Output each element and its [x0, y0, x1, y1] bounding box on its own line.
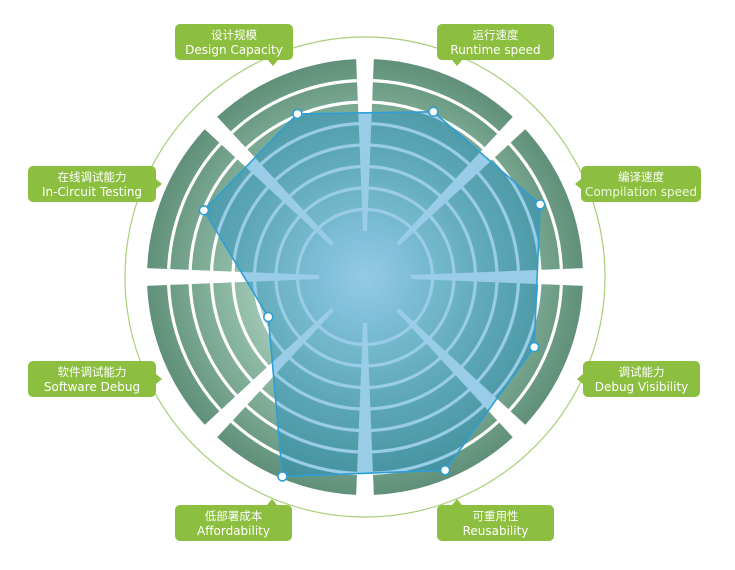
axis-label-en: Affordability — [197, 524, 270, 538]
axis-label-en: Software Debug — [44, 380, 140, 394]
axis-label-cn: 运行速度 — [473, 28, 519, 42]
sector-gap — [396, 113, 529, 246]
label-pointer — [577, 374, 583, 384]
data-point-5 — [439, 464, 451, 476]
label-box — [581, 166, 701, 202]
axis-label-en: Compilation speed — [585, 185, 697, 199]
axis-label-en: Runtime speed — [450, 43, 540, 57]
sector-gap — [356, 323, 374, 499]
label-box — [175, 505, 292, 541]
data-point-1 — [292, 108, 303, 120]
label-pointer — [156, 374, 162, 384]
label-box — [28, 361, 156, 397]
data-point-8 — [198, 205, 210, 216]
data-point-4 — [528, 341, 540, 353]
label-pointer — [452, 499, 462, 505]
sector-gap — [411, 268, 587, 286]
sector-gap — [396, 308, 529, 441]
axis-label-cn: 软件调试能力 — [58, 365, 127, 379]
sector-gap — [356, 55, 374, 231]
label-box — [28, 166, 156, 202]
axis-label-cn: 调试能力 — [619, 365, 665, 379]
outer-guide-circle — [124, 36, 606, 518]
label-pointer — [575, 179, 581, 189]
axis-label-cn: 设计规模 — [211, 28, 257, 42]
axis-label-cn: 在线调试能力 — [58, 170, 127, 184]
label-pointer — [156, 179, 162, 189]
series-layer — [198, 106, 546, 482]
axis-label-en: Design Capacity — [185, 43, 283, 57]
label-pointer — [268, 60, 278, 66]
data-point-7 — [262, 311, 274, 323]
axis-label-en: Reusability — [463, 524, 529, 538]
axis-label-en: In-Circuit Testing — [42, 185, 142, 199]
label-box — [437, 24, 554, 60]
data-point-2 — [428, 106, 439, 118]
sector-gap — [201, 113, 334, 246]
label-pointer — [267, 499, 277, 505]
label-pointer — [452, 60, 462, 66]
data-point-3 — [534, 199, 546, 210]
label-box — [175, 24, 293, 60]
radar-center — [319, 231, 411, 323]
label-box — [437, 505, 554, 541]
axis-label-cn: 可重用性 — [473, 509, 519, 523]
spoke-gaps — [143, 55, 587, 499]
axis-label-cn: 编译速度 — [618, 170, 664, 184]
sector-gap — [201, 308, 334, 441]
data-point-6 — [277, 471, 288, 482]
sector-gap — [143, 268, 319, 286]
axis-label-cn: 低部署成本 — [205, 509, 263, 523]
label-box — [583, 361, 700, 397]
axis-label-en: Debug Visibility — [595, 380, 689, 394]
